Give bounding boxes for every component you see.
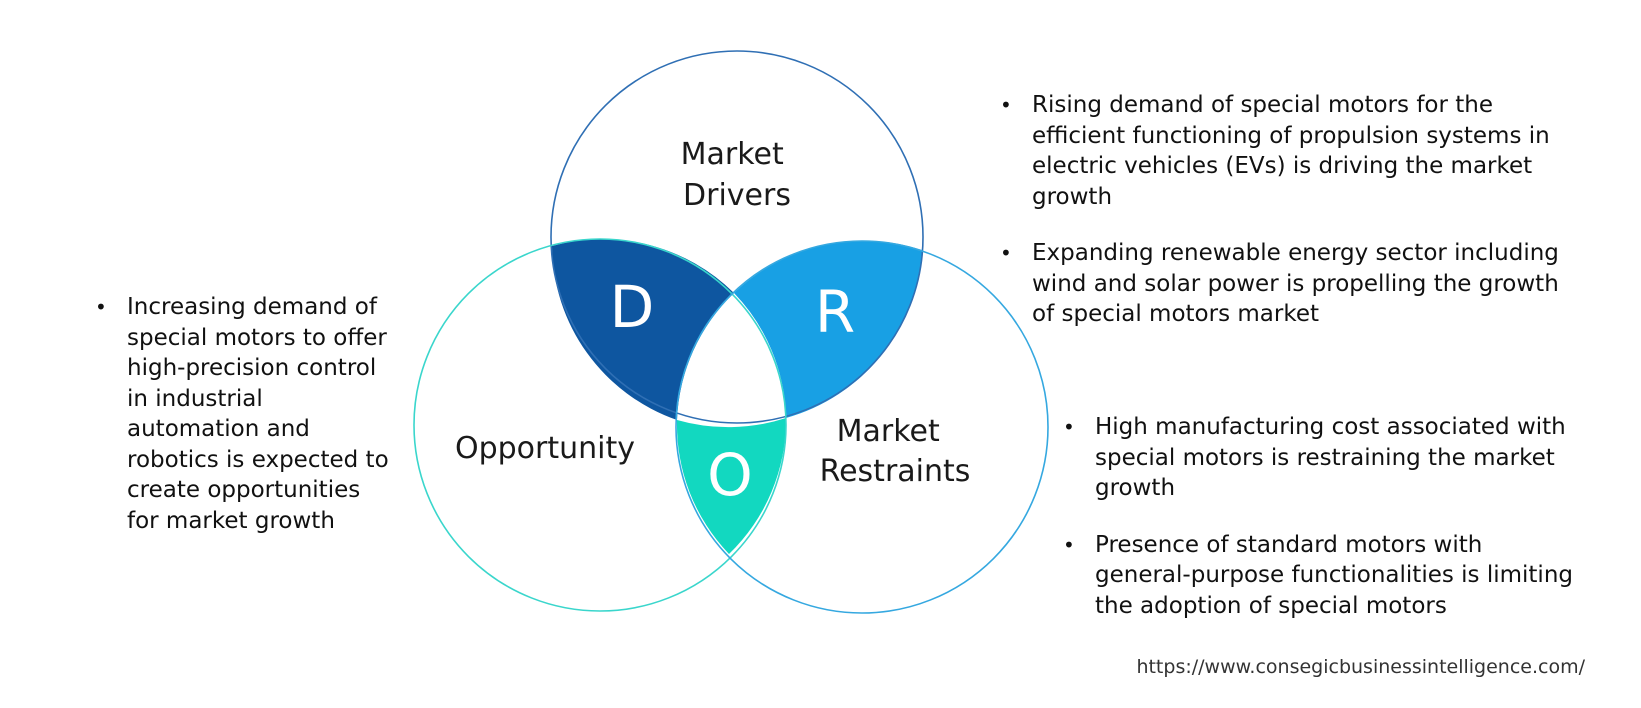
label-market-drivers-line-2: Drivers — [683, 178, 791, 213]
circle-opportunity — [413, 238, 787, 612]
label-market-restraints: Market Restraints — [820, 414, 971, 489]
circle-market-drivers — [550, 50, 924, 424]
label-market-drivers: Market Drivers — [681, 137, 794, 213]
label-market-restraints-line-2: Restraints — [820, 454, 971, 489]
region-r-drivers-restraints — [734, 240, 922, 418]
market-restraint-item: High manufacturing cost associated with … — [1063, 412, 1583, 504]
market-drivers-list: Rising demand of special motors for the … — [1000, 90, 1560, 330]
opportunity-item: Increasing demand of special motors to o… — [95, 292, 395, 536]
label-opportunity-line-1: Opportunity — [455, 431, 635, 466]
opportunity-list: Increasing demand of special motors to o… — [95, 292, 395, 536]
letter-d: D — [610, 273, 655, 341]
label-market-drivers-line-1: Market — [681, 137, 784, 172]
label-opportunity: Opportunity — [455, 431, 635, 466]
region-o-opportunity-restraints — [676, 418, 787, 554]
market-driver-item: Rising demand of special motors for the … — [1000, 90, 1560, 212]
circle-market-restraints — [675, 240, 1049, 614]
source-url: https://www.consegicbusinessintelligence… — [1136, 656, 1585, 678]
region-d-drivers-opportunity — [552, 239, 734, 420]
market-driver-item: Expanding renewable energy sector includ… — [1000, 238, 1560, 330]
market-restraints-list: High manufacturing cost associated with … — [1063, 412, 1583, 621]
label-market-restraints-line-1: Market — [837, 414, 940, 449]
letter-r: R — [815, 278, 855, 346]
letter-o: O — [707, 441, 753, 509]
market-restraint-item: Presence of standard motors with general… — [1063, 530, 1583, 622]
